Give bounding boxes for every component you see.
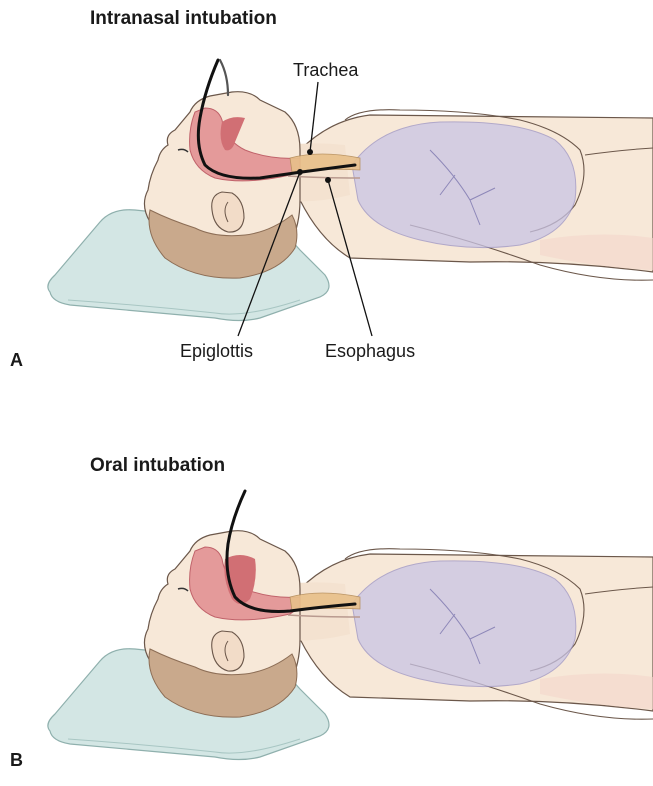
panel-a-intranasal: Intranasal intubation [0,0,653,393]
intranasal-illustration [0,0,653,393]
panel-a-letter: A [10,350,23,371]
oral-illustration [0,393,653,786]
label-epiglottis: Epiglottis [180,341,253,362]
panel-b-letter: B [10,750,23,771]
label-trachea: Trachea [293,60,358,81]
label-esophagus: Esophagus [325,341,415,362]
panel-b-oral: Oral intubation [0,393,653,786]
